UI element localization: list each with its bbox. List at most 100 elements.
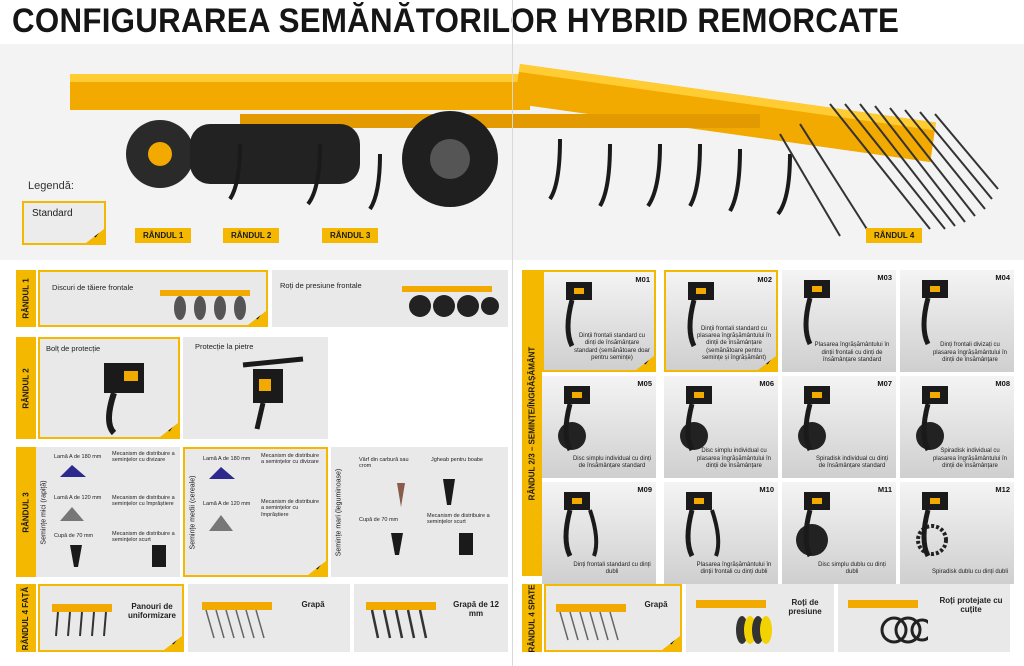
legend-standard-box: Standard ✓: [22, 201, 106, 245]
module-caption: Plasarea îngrășământului în dinții front…: [814, 342, 890, 363]
blade-a-180-icon: [60, 465, 86, 477]
row3-group-medium-seeds[interactable]: Semințe medii (cereale) Lamă A de 180 mm…: [183, 447, 328, 577]
row4-front-option-label: Panouri de uniformizare: [127, 602, 176, 621]
module-caption: Dinții frontali standard cu dinți de îns…: [574, 333, 650, 361]
row4-back-option-harrow[interactable]: Grapă ✓: [544, 584, 682, 652]
blade-a-180-icon: [209, 467, 235, 479]
short-mechanism-icon: [459, 533, 473, 555]
module-tine-image: [796, 492, 830, 558]
spread-mechanism-label: Mecanism de distribuire a semințelor cu …: [261, 499, 320, 518]
row4-back-option-label: Roți protejate cu cuțite: [939, 596, 1003, 615]
module-code: M11: [877, 485, 892, 494]
row4-back-option-label: Roți de presiune: [788, 598, 822, 617]
stone-protection-tine-image: [242, 356, 304, 430]
legend-label: Legendă:: [28, 180, 74, 192]
row1-option-front-discs[interactable]: Discuri de tăiere frontale ✓: [38, 270, 268, 327]
row4-back-option-press-wheels[interactable]: Roți de presiune: [686, 584, 834, 652]
row4-front-option-label: Grapă: [301, 600, 325, 609]
row4-front-option-harrow-12mm[interactable]: Grapă de 12 mm: [354, 584, 508, 652]
harrow-12mm-image: [366, 602, 436, 639]
hero-tag-row1: RÂNDUL 1: [135, 228, 192, 243]
module-code: M03: [877, 273, 892, 282]
row1-option-label: Discuri de tăiere frontale: [52, 283, 134, 292]
module-tine-image: [916, 492, 948, 558]
check-icon: ✓: [86, 229, 104, 243]
module-caption: Plasarea îngrășământului în dinții front…: [696, 561, 772, 575]
row4-front-label: RÂNDUL 4 FAȚĂ: [16, 584, 36, 652]
shear-bolt-tine-image: [104, 363, 144, 436]
module-tine-image: [563, 492, 599, 558]
short-mechanism-label: Mecanism de distribuire a semințelor scu…: [112, 531, 175, 544]
page-fold-divider: [512, 0, 513, 666]
cutting-discs-image: [160, 290, 250, 320]
module-tine-image: [685, 492, 721, 558]
check-icon: ✓: [662, 636, 680, 650]
blade-180-label: Lamă A de 180 mm: [54, 454, 102, 460]
module-tine-image: [680, 386, 712, 452]
row23-label: RÂNDUL 2/3 – SEMINȚE/ÎNGRĂȘĂMÂNT: [522, 270, 542, 576]
medium-seeds-label: Semințe medii (cereale): [189, 475, 197, 549]
protected-wheels-image: [848, 600, 928, 644]
short-mechanism-label: Mecanism de distribuire a semințelor scu…: [427, 513, 490, 526]
row3-group-large-seeds: Semințe mari (leguminoase) Vârf din carb…: [331, 447, 508, 577]
check-icon: ✓: [164, 636, 182, 650]
large-seeds-label: Semințe mari (leguminoase): [335, 468, 343, 556]
row1-option-label: Roți de presiune frontale: [280, 281, 362, 290]
row2-label: RÂNDUL 2: [16, 337, 36, 439]
row2-option-stone-protection[interactable]: Protecție la pietre: [183, 337, 328, 439]
module-caption: Dinții frontali standard cu plasarea îng…: [696, 326, 772, 361]
module-caption: Disc simplu individual cu dinți de însăm…: [572, 455, 652, 469]
hero-tag-row3: RÂNDUL 3: [322, 228, 379, 243]
module-caption: Disc simplu individual cu plasarea îngră…: [696, 448, 772, 469]
row2-option-label: Protecție la pietre: [195, 342, 254, 351]
small-seeds-label: Semințe mici (rapiță): [40, 479, 48, 545]
module-caption: Spiradisk individual cu dinți de însămân…: [815, 455, 889, 469]
legend-standard-label: Standard: [32, 208, 73, 219]
module-code: M06: [759, 379, 774, 388]
row3-label: RÂNDUL 3: [16, 447, 36, 577]
hero-tag-row2: RÂNDUL 2: [223, 228, 280, 243]
module-tine-image: [921, 280, 948, 346]
carbide-tip-label: Vârf din carbură sau crom: [359, 457, 409, 470]
blade-120-label: Lamă A de 120 mm: [203, 501, 251, 507]
row2-option-label: Bolț de protecție: [46, 344, 101, 353]
check-icon: ✓: [308, 561, 326, 575]
module-code: M12: [995, 485, 1010, 494]
levelling-boards-image: [52, 604, 112, 637]
row4-back-option-label: Grapă: [644, 600, 668, 609]
row1-option-press-wheels[interactable]: Roți de presiune frontale: [272, 270, 508, 327]
bean-chute-label: Jgheab pentru boabe: [431, 457, 483, 463]
bean-chute-icon: [443, 479, 455, 505]
module-code: M02: [757, 275, 772, 284]
row3-group-small-seeds: Semințe mici (rapiță) Lamă A de 180 mm M…: [36, 447, 180, 577]
module-code: M04: [995, 273, 1010, 282]
module-caption: Dinți frontali divizați cu plasarea îngr…: [932, 342, 1008, 363]
cup-70-label: Cupă de 70 mm: [359, 517, 399, 523]
row4-front-option-levelling-boards[interactable]: Panouri de uniformizare ✓: [38, 584, 184, 652]
module-code: M07: [877, 379, 892, 388]
blade-a-120-icon: [60, 507, 84, 521]
row4-front-option-harrow[interactable]: Grapă: [188, 584, 350, 652]
blade-a-120-icon: [209, 515, 233, 531]
module-code: M09: [637, 485, 652, 494]
module-code: M01: [635, 275, 650, 284]
module-code: M10: [759, 485, 774, 494]
row4-back-option-protected-wheels[interactable]: Roți protejate cu cuțite: [838, 584, 1010, 652]
spread-mechanism-label: Mecanism de distribuire a semințelor cu …: [112, 495, 175, 508]
page-title: CONFIGURAREA SEMĂNĂTORILOR HYBRID REMORC…: [12, 2, 900, 40]
blade-180-label: Lamă A de 180 mm: [203, 456, 251, 462]
row2-option-shear-bolt[interactable]: Bolț de protecție ✓: [38, 337, 180, 439]
module-tine-image: [798, 386, 830, 452]
